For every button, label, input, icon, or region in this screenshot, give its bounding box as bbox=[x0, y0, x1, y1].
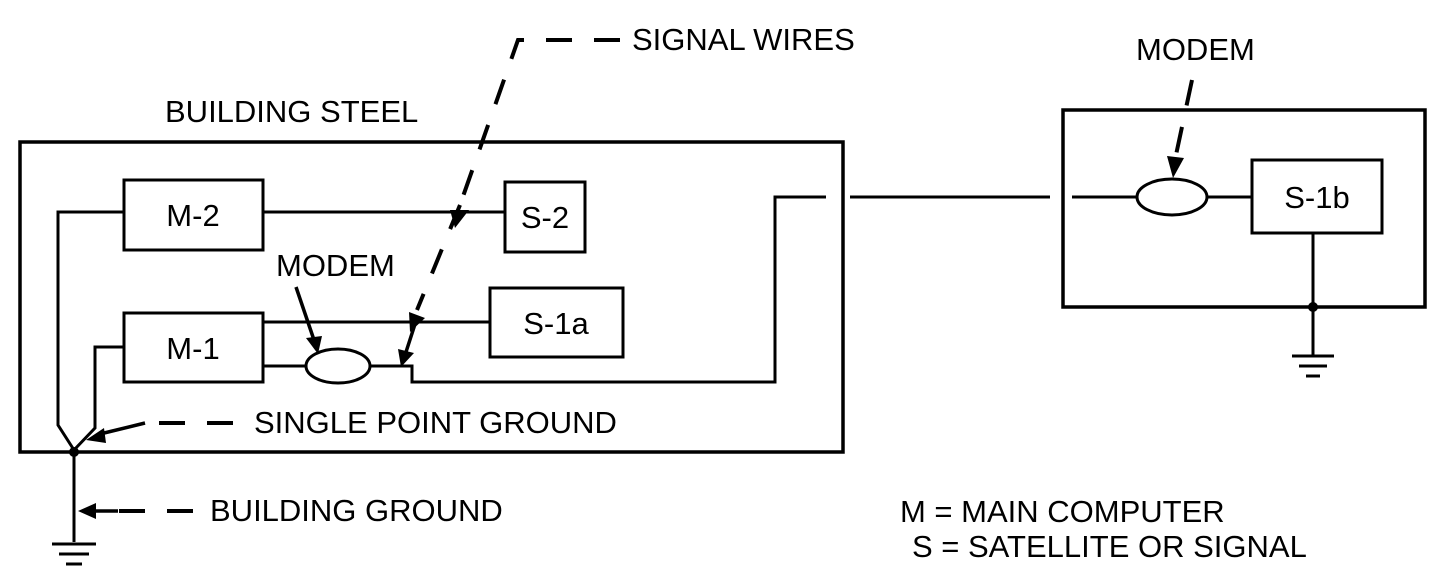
modem-right-leader bbox=[1174, 79, 1194, 156]
m2-label: M-2 bbox=[166, 198, 219, 233]
signal-wires-leader-lower bbox=[415, 204, 462, 311]
signal-wire-to-modem-leader bbox=[404, 317, 419, 353]
m1-label: M-1 bbox=[166, 331, 219, 366]
modem-right-ellipse bbox=[1135, 177, 1209, 217]
signal-wires-arrowhead-upper-icon bbox=[450, 210, 469, 228]
s2-box bbox=[503, 180, 587, 254]
signal-wire-to-modem-arrowhead-icon bbox=[398, 349, 414, 367]
s2-label: S-2 bbox=[521, 200, 569, 235]
remote-ground-symbol-icon bbox=[1292, 354, 1334, 378]
building-steel-label: BUILDING STEEL bbox=[165, 94, 418, 129]
modem-right-arrowhead-icon bbox=[1167, 156, 1184, 178]
m2-box bbox=[122, 178, 265, 252]
modem-to-external-wire bbox=[370, 195, 826, 384]
modem-left-leader bbox=[294, 286, 316, 341]
modem-left-ellipse bbox=[304, 347, 372, 385]
building-ground-arrowhead-icon bbox=[78, 503, 96, 519]
single-point-ground-label: SINGLE POINT GROUND bbox=[254, 405, 617, 440]
building-ground-symbol-icon bbox=[52, 542, 96, 566]
building-ground-label: BUILDING GROUND bbox=[210, 493, 503, 528]
legend-line-2: S = SATELLITE OR SIGNAL bbox=[912, 529, 1307, 564]
s1b-label: S-1b bbox=[1284, 180, 1349, 215]
s1a-label: S-1a bbox=[523, 306, 589, 341]
m2-ground-wire bbox=[56, 210, 124, 451]
remote-ground-node bbox=[1308, 302, 1318, 312]
m1-ground-wire bbox=[72, 345, 124, 452]
modem-right-label: MODEM bbox=[1136, 32, 1255, 67]
single-point-ground-leader-tip bbox=[99, 421, 146, 436]
legend-line-1: M = MAIN COMPUTER bbox=[900, 494, 1225, 529]
modem-left-label: MODEM bbox=[276, 248, 395, 283]
single-point-ground-arrowhead-icon bbox=[86, 428, 106, 443]
building-steel-enclosure bbox=[18, 140, 845, 454]
remote-enclosure bbox=[1061, 108, 1427, 309]
signal-wires-leader bbox=[458, 38, 620, 206]
modem-left-arrowhead-icon bbox=[306, 336, 322, 354]
signal-wires-label: SIGNAL WIRES bbox=[632, 22, 855, 57]
